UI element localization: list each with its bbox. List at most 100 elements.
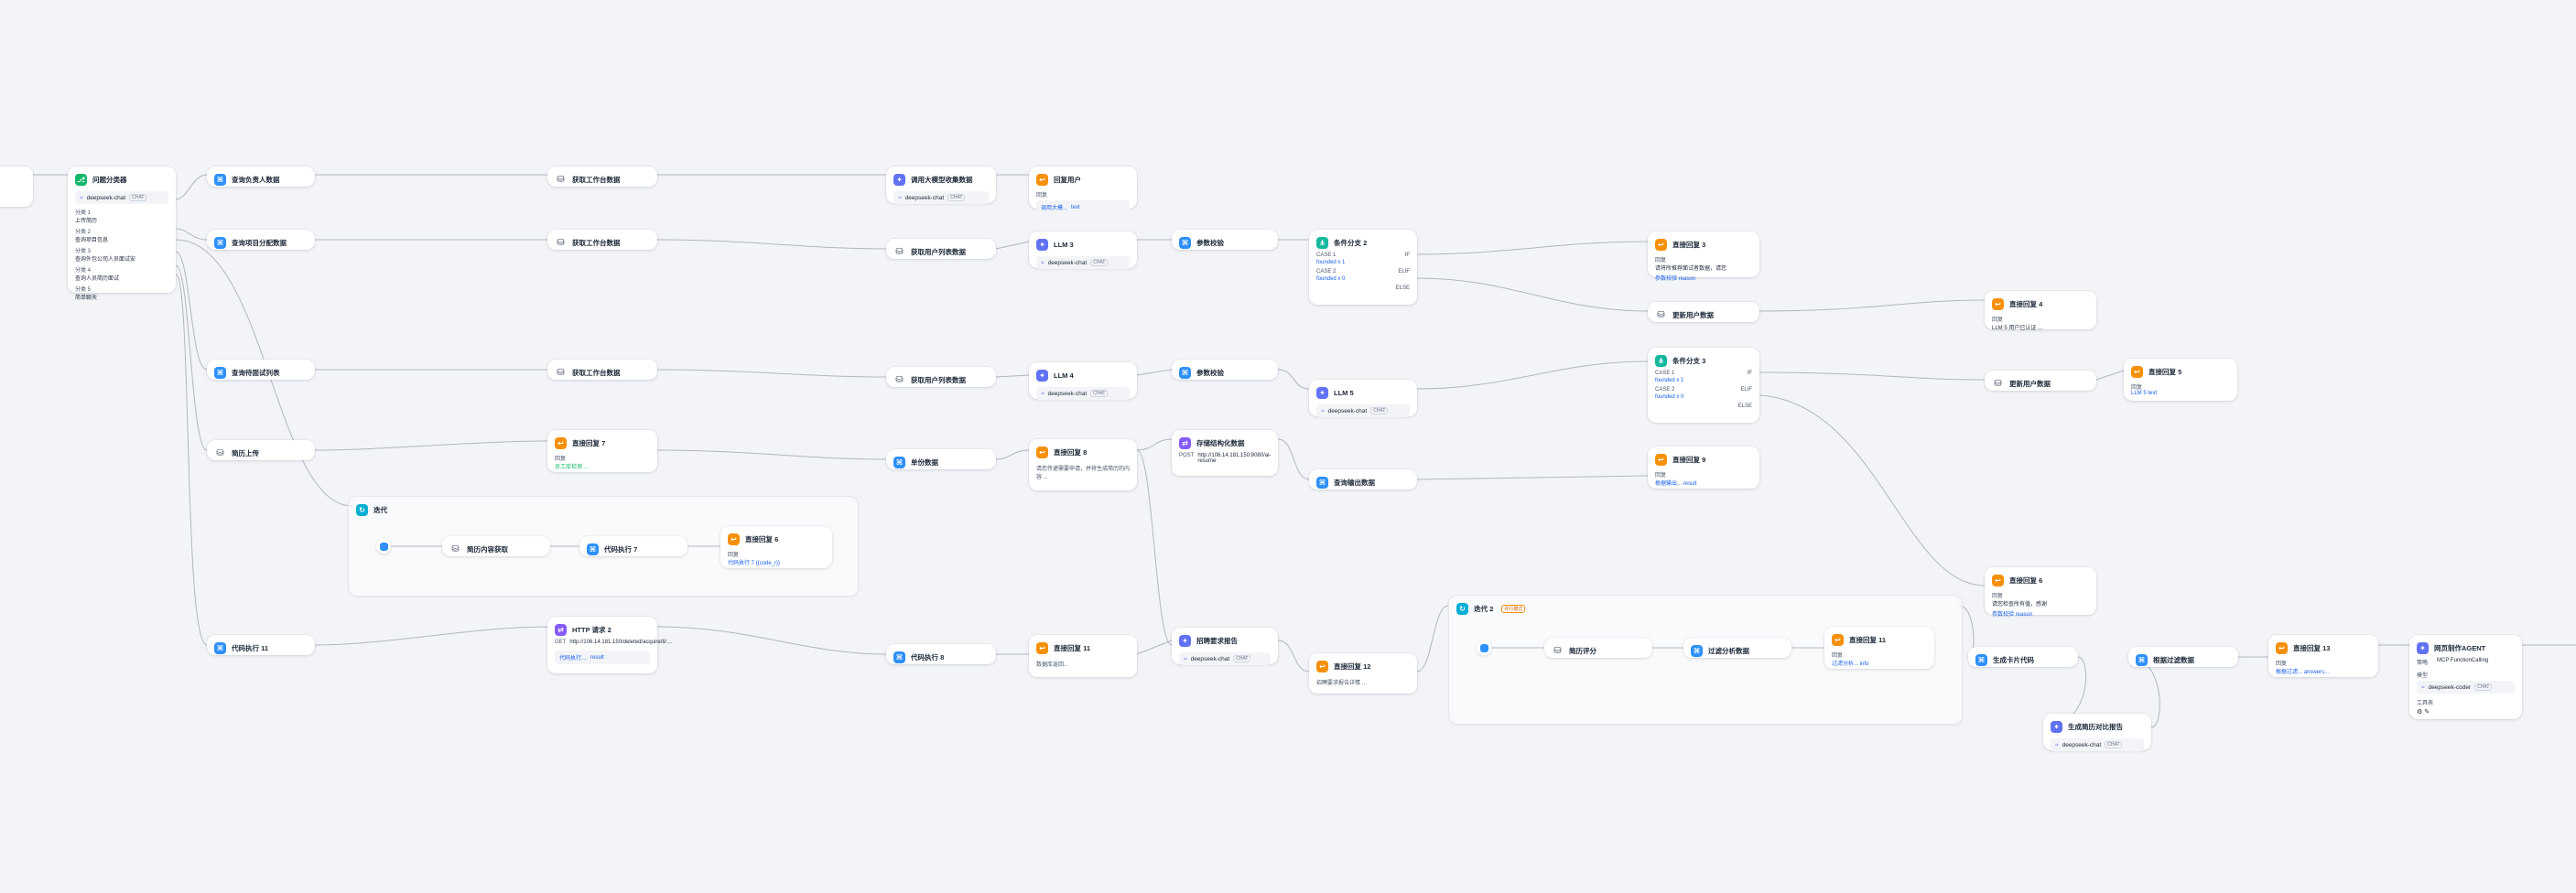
direct-reply-12-node[interactable]: ↩直接回复 12 招聘要求报告详情 … (1309, 653, 1417, 694)
direct-reply-5-node[interactable]: ↩直接回复 5 回复 LLM 5 text (2124, 359, 2237, 401)
query-project-node[interactable]: ⌘查询项目分配数据 (207, 230, 315, 250)
fetch-workspace-node[interactable]: ⛁获取工作台数据 (547, 230, 657, 250)
db-icon: ⛁ (1657, 309, 1665, 320)
iteration-header: ↻迭代 (349, 497, 858, 519)
edge (1136, 449, 1173, 646)
code-icon: ⌘ (214, 173, 226, 186)
direct-reply-4-node[interactable]: ↩直接回复 4 回复 LLM 5 用户已认证 … (1985, 291, 2096, 331)
code-icon: ⌘ (893, 651, 905, 663)
db-icon: ⛁ (451, 543, 460, 554)
db-icon: ⛁ (557, 367, 565, 378)
model-icon: ≈ (2055, 741, 2059, 748)
direct-reply-11-inner-node[interactable]: ↩直接回复 11 回复 过滤分析... info (1824, 627, 1934, 669)
iteration-container[interactable]: ↻迭代 ⛁简历内容获取 ⌘代码执行 7 ↩直接回复 6 回复 代码执行 7 {{… (348, 496, 859, 597)
reply-icon: ↩ (1992, 297, 2004, 310)
direct-reply-6-inner-node[interactable]: ↩直接回复 6 回复 代码执行 7 {{code_r}} (720, 526, 832, 568)
code-icon: ⌘ (1179, 236, 1191, 249)
iteration-start-icon[interactable] (376, 539, 391, 554)
edge (656, 239, 887, 250)
llm-icon: ✦ (2051, 720, 2062, 733)
edge (1136, 438, 1173, 451)
param-check-node[interactable]: ⌘参数校验 (1172, 230, 1278, 250)
db-icon: ⛁ (216, 447, 224, 458)
update-user-node[interactable]: ⛁更新用户数据 (1985, 371, 2096, 391)
reply-icon: ↩ (1832, 633, 1844, 646)
direct-reply-11-node[interactable]: ↩直接回复 11 数据库返回... (1029, 635, 1137, 677)
query-leader-node[interactable]: ⌘查询负责人数据 (207, 167, 315, 187)
http-icon: ⇄ (1179, 436, 1191, 449)
edge (1759, 394, 1986, 586)
db-icon: ⛁ (1553, 645, 1562, 656)
code-icon: ⌘ (1316, 476, 1328, 489)
code-icon: ⌘ (1975, 653, 1987, 666)
direct-reply-6-node[interactable]: ↩直接回复 6 回复 请您检查所有值，感谢 参数校验 reason (1985, 567, 2096, 618)
query-interview-node[interactable]: ⌘查询待面试列表 (207, 360, 315, 380)
model-icon: ≈ (898, 194, 902, 201)
direct-reply-7-node[interactable]: ↩直接回复 7 回复 员工库检测 … (547, 430, 657, 472)
model-icon: ≈ (2421, 683, 2425, 691)
db-icon: ⛁ (895, 246, 904, 257)
fetch-resume-content-node[interactable]: ⛁简历内容获取 (442, 536, 550, 556)
update-user-node[interactable]: ⛁更新用户数据 (1648, 302, 1759, 322)
gen-card-code-node[interactable]: ⌘生成卡片代码 (1968, 647, 2078, 667)
fetch-workspace-node[interactable]: ⛁获取工作台数据 (547, 167, 657, 187)
filter-eval-node[interactable]: ⌘过滤分析数据 (1683, 638, 1791, 658)
db-icon: ⛁ (557, 174, 565, 185)
fetch-workspace-node[interactable]: ⛁获取工作台数据 (547, 360, 657, 380)
param-check-node[interactable]: ⌘参数校验 (1172, 360, 1278, 380)
code-exec-11-node[interactable]: ⌘代码执行 11 (207, 635, 315, 655)
code-exec-7-node[interactable]: ⌘代码执行 7 (579, 536, 687, 556)
tool-icons: ⚙ ✎ (2417, 709, 2430, 715)
direct-reply-3-node[interactable]: ↩直接回复 3 回复 请将所推荐面试者数据，请您 参数校验 reason (1648, 231, 1759, 282)
user-list-node[interactable]: ⛁获取用户列表数据 (886, 239, 996, 259)
answer-user-node[interactable]: ↩回复用户 回复 调用大模...text (1029, 167, 1137, 214)
code-icon: ⌘ (1691, 644, 1703, 657)
resume-eval-node[interactable]: ⛁简历评分 (1544, 638, 1652, 658)
reply-icon: ↩ (1036, 641, 1048, 654)
llm-icon: ✦ (1036, 369, 1048, 382)
partial-node-left[interactable] (0, 167, 33, 207)
code-icon: ⌘ (2136, 653, 2148, 666)
resume-upload-node[interactable]: ⛁简历上传 (207, 440, 315, 460)
query-output-node[interactable]: ⌘查询输出数据 (1309, 469, 1417, 490)
single-data-node[interactable]: ⌘单份数据 (886, 449, 996, 469)
filter-data-node[interactable]: ⌘根据过滤数据 (2128, 647, 2238, 667)
edge (175, 228, 208, 241)
edge (175, 274, 208, 646)
iteration-start-icon[interactable] (1477, 640, 1491, 655)
edge (175, 174, 208, 200)
user-list-node[interactable]: ⛁获取用户列表数据 (886, 367, 996, 387)
code-exec-8-node[interactable]: ⌘代码执行 8 (886, 644, 996, 664)
code-icon: ⌘ (214, 641, 226, 654)
model-icon: ≈ (1184, 655, 1187, 662)
reply-icon: ↩ (1036, 173, 1048, 186)
branch-icon: ⋔ (1655, 354, 1667, 367)
direct-reply-13-node[interactable]: ↩直接回复 13 回复 根据过滤... answers... (2268, 635, 2378, 677)
edge (995, 241, 1030, 250)
agent-icon: ✦ (2417, 641, 2429, 654)
edge (1277, 369, 1310, 390)
reply-icon: ↩ (2276, 641, 2288, 654)
direct-reply-8-node[interactable]: ↩直接回复 8 请您传递需要申请，并将生成简历的内容 ... (1029, 439, 1137, 490)
edge (995, 449, 1030, 460)
model-icon: ≈ (1321, 407, 1325, 414)
direct-reply-9-node[interactable]: ↩直接回复 9 回复 根据输出... result (1648, 446, 1759, 489)
branch-icon: ⋔ (1316, 236, 1328, 249)
